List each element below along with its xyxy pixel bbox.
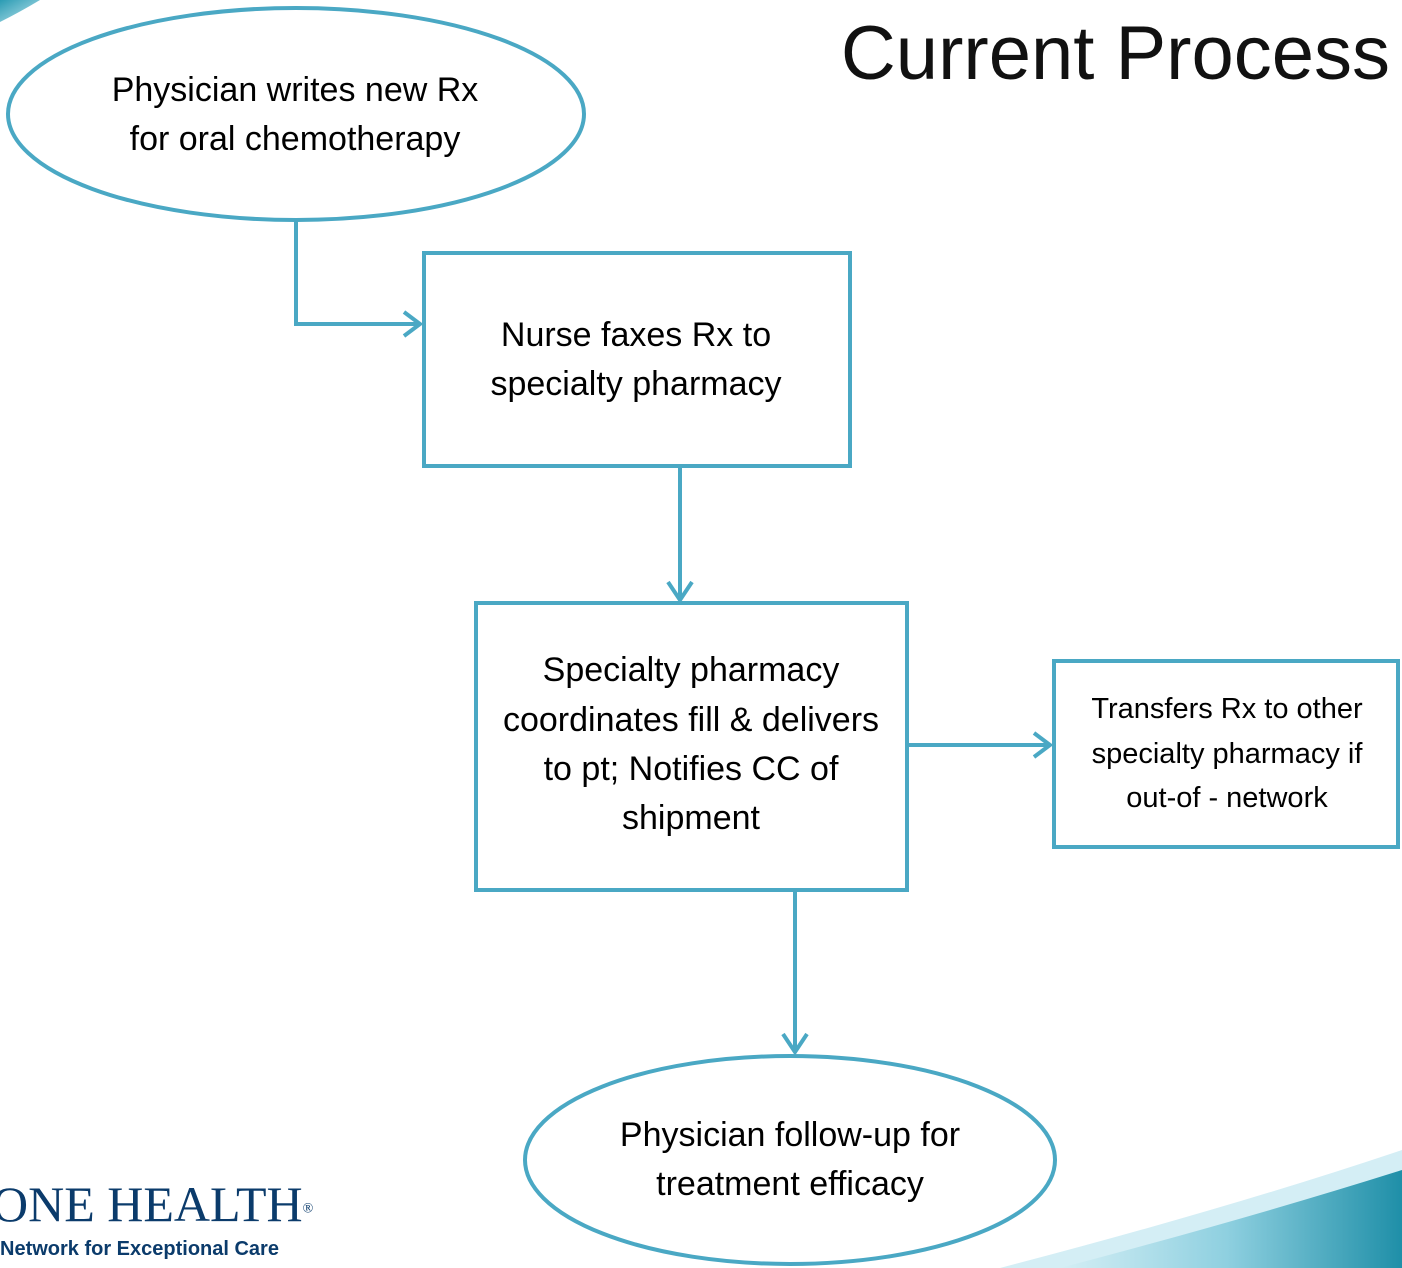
connector-pharmacy-arrowhead [666,580,694,604]
node-start-ellipse [6,6,586,222]
node-pharmacy-box [474,601,909,892]
connector-end-arrowhead [781,1032,809,1056]
node-transfer-label: Transfers Rx to other specialty pharmacy… [1091,692,1363,815]
swoosh-bottom-right [1050,1168,1402,1268]
node-fax-label: Nurse faxes Rx to specialty pharmacy [490,315,782,403]
logo: ONE HEALTH® [0,1175,313,1233]
corner-swoosh-top-left [0,0,40,22]
logo-tagline: Network for Exceptional Care [0,1238,279,1260]
node-end-ellipse [523,1054,1057,1266]
node-fax-box [422,251,852,468]
logo-name: ONE HEALTH [0,1176,303,1232]
slide-title: Current Process [840,11,1390,96]
node-start-label: Physician writes new Rx for oral chemoth… [111,70,479,158]
connector-start-to-fax [294,220,418,326]
node-pharmacy-label: Specialty pharmacy coordinates fill & de… [502,651,880,838]
node-end-label: Physician follow-up for treatment effica… [619,1115,961,1203]
connector-fax-arrowhead [402,310,424,338]
logo-registered-mark: ® [302,1201,314,1217]
connector-transfer-arrowhead [1032,731,1054,759]
node-transfer-box [1052,659,1400,849]
